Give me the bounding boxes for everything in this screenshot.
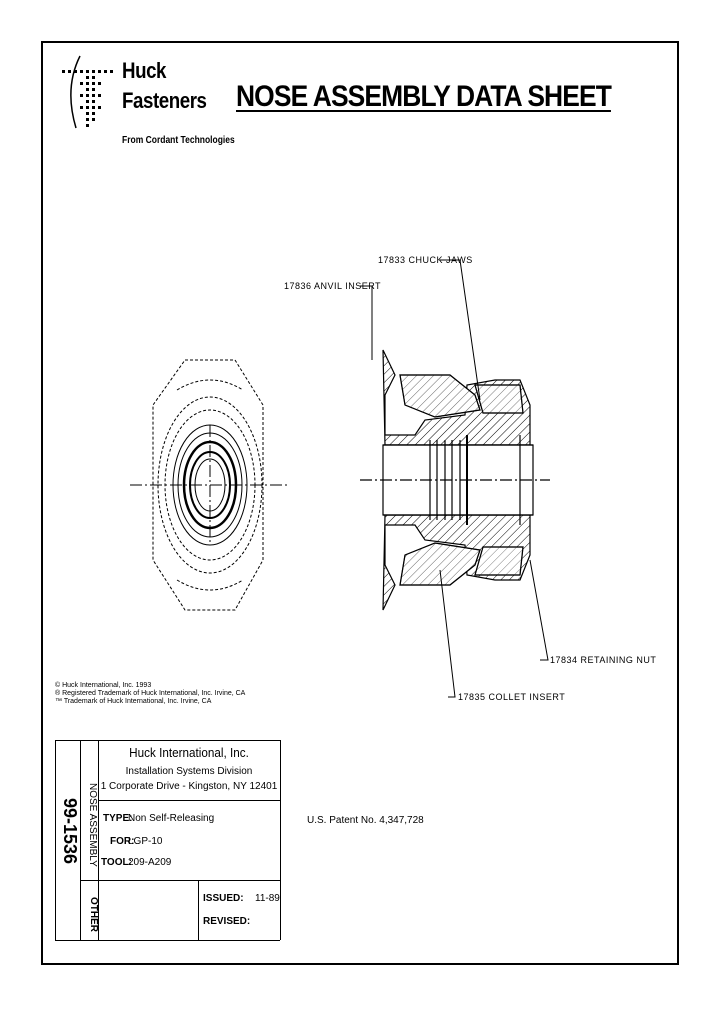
document-number: 99-1536 [60, 798, 80, 865]
callout-anvil-insert: 17836 ANVIL INSERT [284, 281, 382, 291]
registered-trademark-line: ® Registered Trademark of Huck Internati… [55, 690, 246, 697]
copyright-line: © Huck International, Inc. 1993 [55, 682, 152, 689]
logo-word-huck: Huck [122, 58, 167, 83]
issued-label: ISSUED: [203, 893, 244, 904]
logo-tagline: From Cordant Technologies [122, 135, 235, 146]
title-block-col-rule-1 [80, 740, 81, 940]
revised-label: REVISED: [203, 916, 251, 927]
tool-value: 209-A209 [128, 857, 172, 868]
title-block-issued-divider [198, 880, 199, 940]
end-view-drawing [130, 359, 290, 611]
for-value: LGP-10 [128, 836, 163, 847]
for-label: FOR: [110, 836, 135, 847]
title-block-row-rule-1 [98, 800, 280, 801]
title-block-right-rule [280, 740, 281, 940]
callout-retaining-nut: 17834 RETAINING NUT [550, 655, 657, 665]
trademark-line: ™ Trademark of Huck International, Inc. … [55, 698, 212, 705]
title-block-left-rule [55, 740, 56, 940]
title-block-col-rule-2 [98, 740, 99, 940]
category-label: NOSE ASSEMBLY [87, 783, 98, 867]
division-name: Installation Systems Division [125, 766, 253, 777]
logo-word-fasteners: Fasteners [122, 88, 207, 113]
type-value: Non Self-Releasing [128, 813, 215, 824]
company-name: Huck International, Inc. [129, 745, 249, 760]
type-label: TYPE: [103, 813, 133, 824]
issued-value: 11-89 [255, 893, 280, 904]
title-block-bottom-rule [55, 940, 280, 941]
page-title: NOSE ASSEMBLY DATA SHEET [236, 80, 612, 113]
other-label: OTHER [88, 897, 99, 932]
page-border [41, 41, 679, 965]
logo-mark-icon [62, 55, 113, 129]
title-block-row-rule-2 [80, 880, 280, 881]
company-address: 1 Corporate Drive - Kingston, NY 12401 [100, 781, 278, 792]
callout-collet-insert: 17835 COLLET INSERT [458, 692, 566, 702]
patent-number: U.S. Patent No. 4,347,728 [307, 815, 424, 826]
tool-label: TOOL: [101, 857, 132, 868]
huck-logo: Huck Fasteners From Cordant Technologies [58, 46, 235, 156]
title-block-top-rule [55, 740, 280, 741]
copyright-notice: © Huck International, Inc. 1993 ® Regist… [55, 682, 245, 706]
callout-chuck-jaws: 17833 CHUCK JAWS [378, 255, 473, 265]
section-view-drawing [360, 349, 550, 611]
